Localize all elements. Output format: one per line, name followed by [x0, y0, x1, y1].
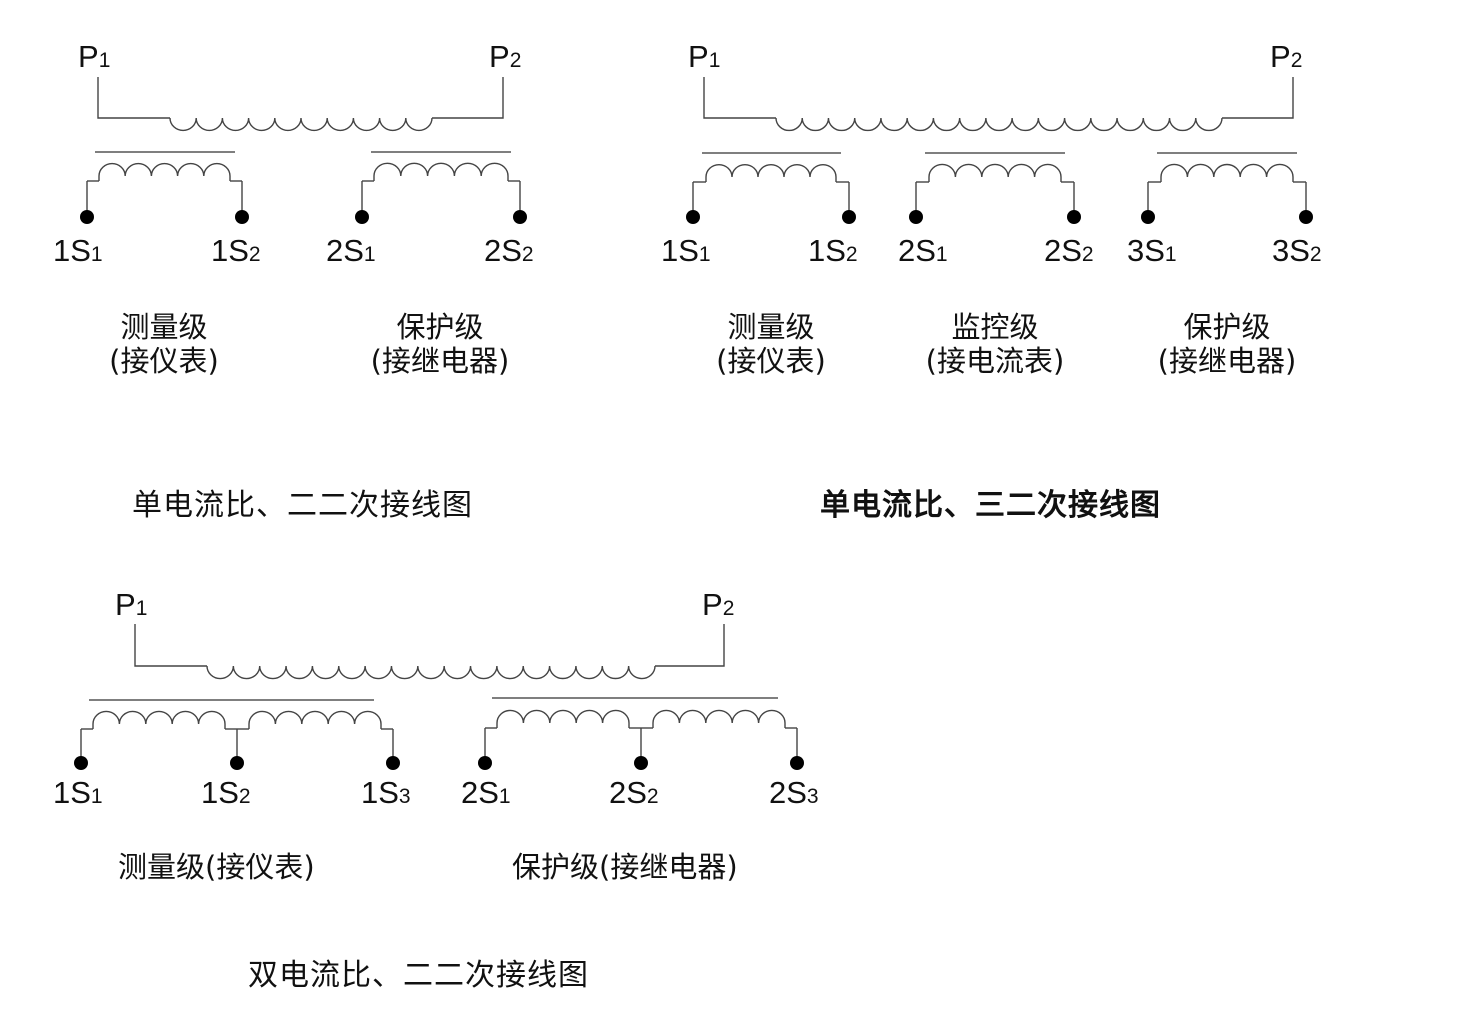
terminal-p1: P1 [78, 39, 111, 74]
secondary-winding [92, 710, 226, 729]
diagram-title: 单电流比、三二次接线图 [820, 488, 1161, 523]
terminal-2s1: 2S1 [898, 233, 948, 268]
primary-winding [206, 665, 656, 680]
secondary-winding [98, 162, 231, 181]
terminal-1s3: 1S3 [361, 775, 411, 810]
caption-protection: 保护级(接继电器) [1157, 310, 1297, 378]
caption-protection: 保护级(接继电器) [370, 310, 510, 378]
terminal-dot [1067, 210, 1081, 224]
diagram-title: 单电流比、二二次接线图 [132, 488, 473, 523]
terminal-p2: P2 [489, 39, 522, 74]
terminal-dot [909, 210, 923, 224]
terminal-2s1: 2S1 [461, 775, 511, 810]
caption-measurement: 测量级(接仪表) [716, 310, 826, 378]
secondary-winding [1160, 163, 1294, 182]
secondary-winding [705, 163, 837, 182]
terminal-dot [478, 756, 492, 770]
terminal-dot [355, 210, 369, 224]
primary-lead-right [432, 77, 504, 119]
terminal-dot [1299, 210, 1313, 224]
terminal-2s2: 2S2 [484, 233, 534, 268]
terminal-dot [80, 210, 94, 224]
terminal-dot [235, 210, 249, 224]
primary-lead-left [134, 624, 207, 667]
terminal-dot [74, 756, 88, 770]
terminal-1s1: 1S1 [53, 233, 103, 268]
terminal-dot [790, 756, 804, 770]
terminal-p2: P2 [1270, 39, 1303, 74]
secondary-winding [373, 162, 509, 181]
terminal-3s2: 3S2 [1272, 233, 1322, 268]
terminal-dot [513, 210, 527, 224]
terminal-dot [386, 756, 400, 770]
terminal-1s1: 1S1 [53, 775, 103, 810]
terminal-dot [230, 756, 244, 770]
terminal-dot [1141, 210, 1155, 224]
terminal-3s1: 3S1 [1127, 233, 1177, 268]
secondary-winding [928, 163, 1062, 182]
caption-monitoring-clip: 监控级(接电流表) [905, 310, 1085, 383]
secondary-winding [496, 709, 630, 728]
terminal-p1: P1 [115, 587, 148, 622]
caption-monitoring: 监控级(接电流表) [925, 310, 1065, 378]
caption-measurement: 测量级(接仪表) [109, 310, 219, 378]
primary-lead-right [655, 624, 725, 667]
terminal-dot [634, 756, 648, 770]
diagram-title: 双电流比、二二次接线图 [248, 958, 589, 993]
terminal-1s1: 1S1 [661, 233, 711, 268]
terminal-dot [842, 210, 856, 224]
terminal-1s2: 1S2 [808, 233, 858, 268]
terminal-2s2: 2S2 [1044, 233, 1094, 268]
terminal-p2: P2 [702, 587, 735, 622]
caption-protection: 保护级(接继电器) [512, 850, 738, 884]
primary-winding [169, 117, 433, 132]
primary-winding [775, 117, 1223, 132]
caption-measurement: 测量级(接仪表) [118, 850, 315, 884]
terminal-1s2: 1S2 [211, 233, 261, 268]
primary-lead-left [97, 77, 170, 119]
secondary-winding [248, 710, 382, 729]
terminal-2s3: 2S3 [769, 775, 819, 810]
terminal-1s2: 1S2 [201, 775, 251, 810]
terminal-p1: P1 [688, 39, 721, 74]
terminal-dot [686, 210, 700, 224]
terminal-2s2: 2S2 [609, 775, 659, 810]
terminal-2s1: 2S1 [326, 233, 376, 268]
primary-lead-right [1222, 77, 1294, 119]
secondary-winding [652, 709, 786, 728]
primary-lead-left [703, 77, 776, 119]
